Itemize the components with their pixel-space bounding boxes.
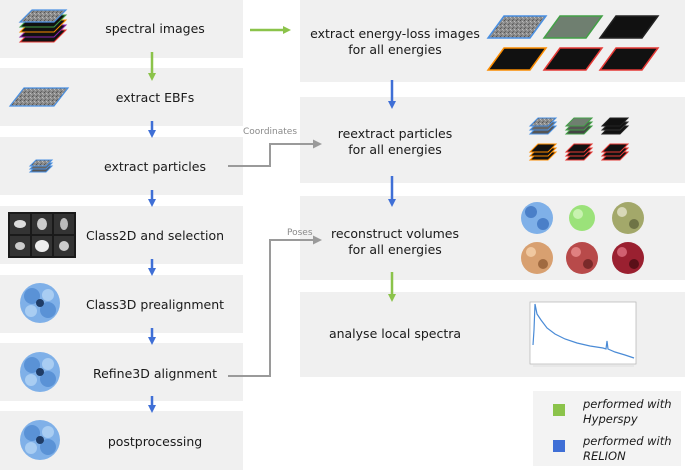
step-reconstruct-line2: for all energies [348, 242, 442, 257]
legend-relion: performed with RELION [583, 434, 672, 464]
step-reextract-particles: reextract particles for all energies [300, 126, 490, 158]
step-extract-energy-loss-line1: extract energy-loss images [310, 26, 480, 41]
coordinates-connector [228, 139, 322, 167]
ebf-image-icon [8, 87, 70, 107]
step-class3d: Class3D prealignment [85, 297, 225, 312]
poses-label: Poses [287, 228, 313, 238]
legend-relion-line1: performed with [583, 434, 672, 448]
reextracted-stacks-icon [528, 117, 630, 161]
particle-stack-icon [28, 159, 54, 173]
legend-relion-line2: RELION [583, 449, 626, 463]
step-class2d: Class2D and selection [85, 228, 225, 243]
class2d-grid-icon [8, 212, 76, 258]
step-extract-particles: extract particles [104, 159, 206, 174]
energy-loss-images-icon [486, 15, 660, 71]
panel-reextract-particles [300, 97, 685, 183]
refine3d-volume-icon [20, 352, 60, 392]
step-spectral-images: spectral images [105, 21, 205, 36]
poses-connector [228, 235, 322, 377]
step-reconstruct-volumes: reconstruct volumes for all energies [300, 226, 490, 258]
step-reextract-line2: for all energies [348, 142, 442, 157]
hyperspy-swatch [553, 404, 565, 416]
step-extract-energy-loss: extract energy-loss images for all energ… [300, 26, 490, 58]
spectral-stack-icon [18, 9, 68, 43]
step-analyse-spectra: analyse local spectra [328, 326, 462, 341]
step-extract-ebfs: extract EBFs [115, 90, 195, 105]
step-reextract-line1: reextract particles [337, 126, 453, 141]
step-reconstruct-line1: reconstruct volumes [330, 226, 460, 241]
legend-hyperspy-line2: Hyperspy [583, 412, 638, 426]
coordinates-label: Coordinates [243, 127, 298, 137]
class3d-volume-icon [20, 283, 60, 323]
step-refine3d: Refine3D alignment [92, 366, 217, 381]
postprocessing-volume-icon [20, 420, 60, 460]
step-postprocessing: postprocessing [107, 434, 203, 449]
step-extract-energy-loss-line2: for all energies [348, 42, 442, 57]
legend-hyperspy: performed with Hyperspy [583, 397, 672, 427]
legend-hyperspy-line1: performed with [583, 397, 672, 411]
legend-box [533, 391, 681, 466]
relion-swatch [553, 440, 565, 452]
reconstructed-volumes-icon [521, 202, 644, 274]
local-spectrum-plot [529, 301, 637, 367]
